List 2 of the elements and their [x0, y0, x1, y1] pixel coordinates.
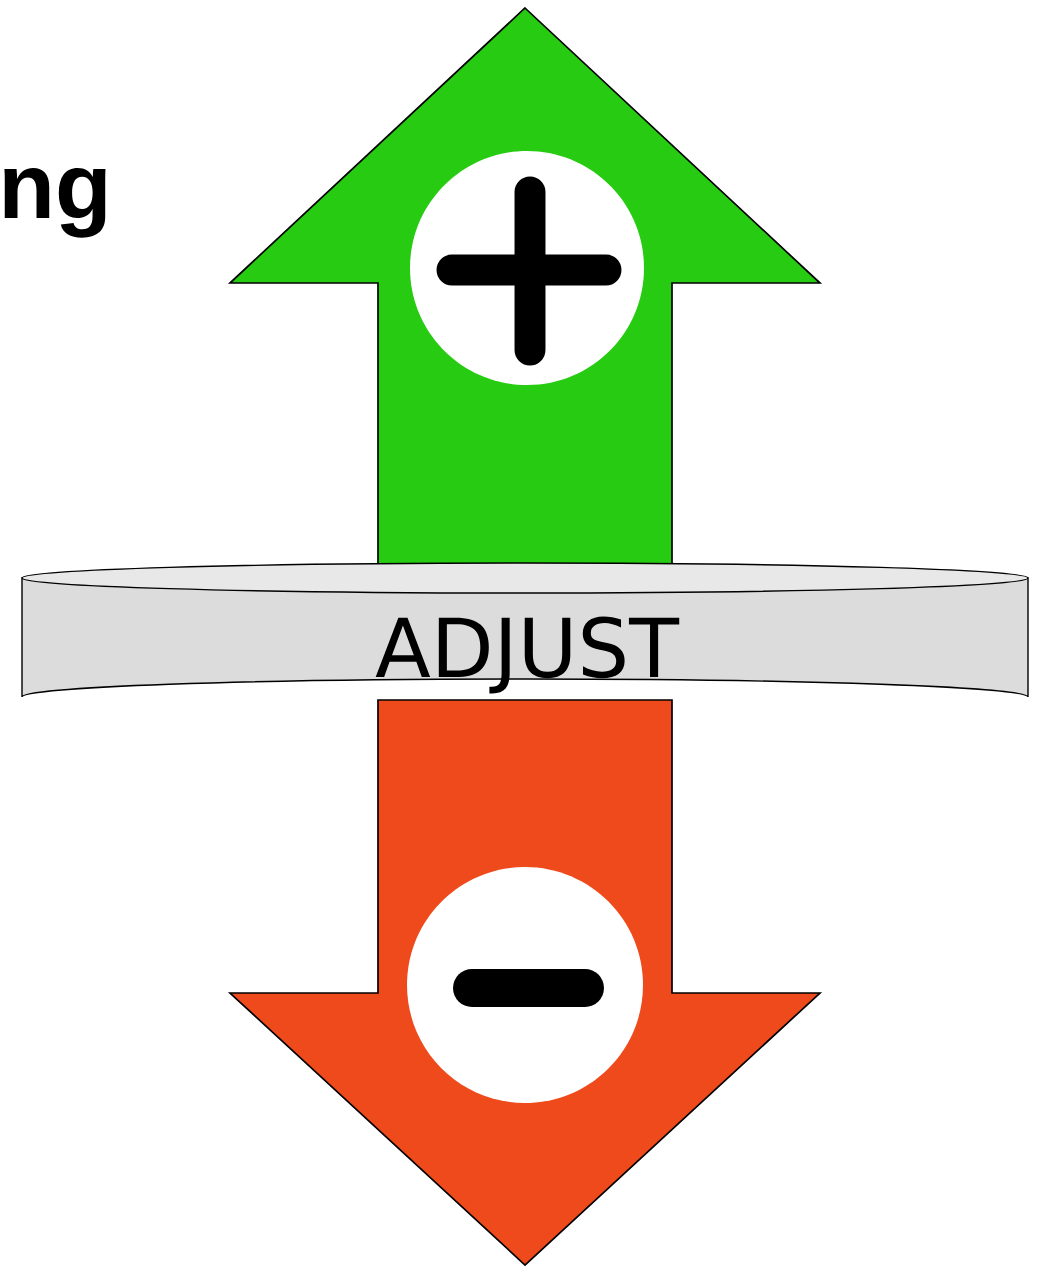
heading-text: ng [4, 168, 106, 238]
adjust-band: ADJUST [21, 562, 1029, 698]
